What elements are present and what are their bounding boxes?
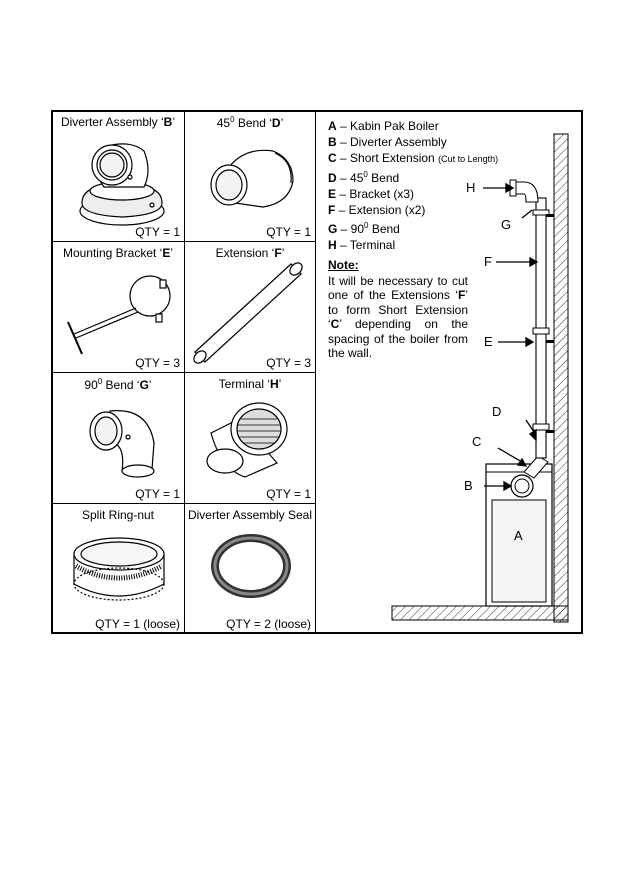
part-title: Diverter Assembly ‘B’ — [60, 115, 176, 129]
part-title: 900 Bend ‘G’ — [84, 377, 152, 392]
part-title: Terminal ‘H’ — [218, 377, 282, 391]
part-qty: QTY = 2 (loose) — [226, 617, 311, 631]
bend-90-icon — [89, 410, 155, 478]
diverter-assembly-icon — [79, 143, 165, 226]
part-qty: QTY = 1 — [135, 487, 180, 501]
part-cell-bend-45: 450 Bend ‘D’ QTY = 1 — [184, 110, 316, 242]
mounting-bracket-icon — [67, 275, 171, 355]
bend-45-icon — [210, 149, 294, 208]
legend-row: B – Diverter Assembly — [328, 135, 447, 149]
extension-pipe-icon — [193, 262, 303, 364]
legend-row: D – 450 Bend — [328, 170, 400, 185]
diagram-label-f: F — [484, 254, 492, 269]
diagram-label-c: C — [472, 434, 482, 449]
legend-row: A – Kabin Pak Boiler — [328, 119, 439, 133]
legend-row: E – Bracket (x3) — [328, 187, 415, 201]
part-title: Split Ring-nut — [81, 508, 155, 522]
installation-panel: A – Kabin Pak Boiler B – Diverter Assemb… — [316, 110, 583, 634]
part-cell-mounting-bracket: Mounting Bracket ‘E’ QTY = 3 — [51, 241, 185, 373]
part-cell-split-ring-nut: Split Ring-nut QTY = 1 (loose) — [51, 503, 185, 634]
note-heading: Note: — [328, 258, 359, 272]
diagram-label-b: B — [464, 478, 473, 493]
part-cell-bend-90: 900 Bend ‘G’ QTY = 1 — [51, 372, 185, 504]
seal-ring-icon — [211, 534, 291, 598]
diagram-label-g: G — [501, 217, 512, 232]
split-ring-nut-icon — [73, 537, 165, 601]
part-cell-diverter-assembly: Diverter Assembly ‘B’ QTY = 1 — [51, 110, 185, 242]
installation-note: Note: It will be necessary to cut one of… — [328, 258, 468, 360]
part-qty: QTY = 1 — [266, 487, 311, 501]
part-qty: QTY = 1 (loose) — [95, 617, 180, 631]
part-qty: QTY = 3 — [266, 356, 311, 370]
part-qty: QTY = 1 — [135, 225, 180, 239]
diagram-label-a: A — [514, 528, 523, 543]
part-title: 450 Bend ‘D’ — [216, 115, 284, 130]
part-qty: QTY = 1 — [266, 225, 311, 239]
parts-legend: A – Kabin Pak Boiler B – Diverter Assemb… — [328, 118, 498, 253]
diagram-label-d: D — [492, 404, 502, 419]
legend-row: G – 900 Bend — [328, 221, 400, 236]
part-cell-diverter-seal: Diverter Assembly Seal QTY = 2 (loose) — [184, 503, 316, 634]
terminal-icon — [206, 402, 288, 478]
part-qty: QTY = 3 — [135, 356, 180, 370]
installation-diagram — [391, 133, 569, 623]
part-title: Mounting Bracket ‘E’ — [62, 246, 174, 260]
legend-row: H – Terminal — [328, 238, 396, 252]
diagram-label-e: E — [484, 334, 493, 349]
legend-row: C – Short Extension (Cut to Length) — [328, 151, 499, 165]
part-title: Diverter Assembly Seal — [187, 508, 313, 522]
part-title: Extension ‘F’ — [215, 246, 285, 260]
legend-row: F – Extension (x2) — [328, 203, 426, 217]
diagram-label-h: H — [466, 180, 476, 195]
part-cell-terminal: Terminal ‘H’ QTY = 1 — [184, 372, 316, 504]
part-cell-extension: Extension ‘F’ QTY = 3 — [184, 241, 316, 373]
